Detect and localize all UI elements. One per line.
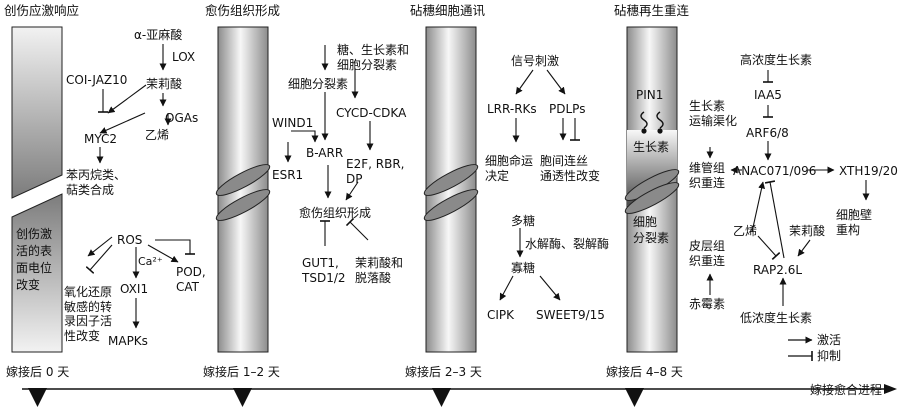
panel4-arrows: [706, 70, 870, 306]
node-xth19-20: XTH19/20: [839, 164, 898, 178]
node-low-auxin: 低浓度生长素: [740, 311, 813, 325]
stage-title-reconnection: 砧穗再生重连: [614, 3, 690, 18]
node-signal-stimulus: 信号刺激: [511, 54, 560, 68]
node-ros: ROS: [117, 233, 143, 247]
timeline-progress-label: 嫁接愈合进程: [810, 383, 883, 397]
node-mapks: MAPKs: [108, 334, 148, 348]
node-pdlps: PDLPs: [549, 102, 586, 116]
node-iaa5: IAA5: [754, 88, 782, 102]
node-e2f-rbr-dp: E2F, RBR, DP: [346, 157, 405, 186]
node-anac071-096: ANAC071/096: [733, 164, 817, 178]
node-alpha-linolenic-acid: α-亚麻酸: [134, 28, 183, 42]
node-esr1: ESR1: [272, 168, 304, 182]
timeline-marker-2: [432, 388, 451, 407]
node-wind1: WIND1: [272, 116, 314, 130]
stage-title-callus-formation: 愈伤组织形成: [205, 3, 281, 18]
stem-2: [215, 26, 271, 353]
panel2-arrows: [284, 45, 374, 246]
node-coi-jaz10: COI-JAZ10: [66, 73, 128, 87]
node-cell-wall-remodeling: 细胞壁 重构: [836, 208, 873, 237]
node-jasmonic-acid-p4: 茉莉酸: [789, 224, 826, 238]
node-polysaccharide: 多糖: [511, 214, 536, 228]
node-lox: LOX: [172, 50, 196, 64]
node-oxi1: OXI1: [120, 282, 149, 296]
node-lrr-rks: LRR-RKs: [487, 102, 537, 116]
node-b-arr: B-ARR: [306, 146, 344, 160]
stem-1: [11, 26, 63, 353]
node-sugar-hormones: 糖、生长素和 细胞分裂素: [337, 43, 410, 72]
node-plasmodesmata: 胞间连丝 通透性改变: [540, 154, 601, 183]
node-oligosaccharide: 寡糖: [511, 261, 536, 275]
timeline-label-day0: 嫁接后 0 天: [6, 365, 70, 379]
timeline-marker-1: [233, 388, 252, 407]
legend-activate-label: 激活: [817, 333, 842, 347]
timeline-label-day4-8: 嫁接后 4–8 天: [606, 365, 683, 379]
node-callus-formation: 愈伤组织形成: [299, 206, 372, 220]
stage-title-cell-communication: 砧穗细胞通讯: [410, 3, 486, 18]
timeline-marker-3: [625, 388, 644, 407]
legend-inhibit-label: 抑制: [817, 349, 842, 363]
stem-4: [624, 26, 680, 353]
node-cortex-reconnection: 皮层组 织重连: [689, 239, 726, 268]
node-hydrolase-lyase: 水解酶、裂解酶: [525, 237, 610, 251]
node-jasmonic-acid: 茉莉酸: [146, 77, 183, 91]
node-gut1-tsd: GUT1, TSD1/2: [302, 256, 346, 285]
node-ethylene-p4: 乙烯: [733, 224, 758, 238]
node-rap2-6l: RAP2.6L: [753, 263, 803, 277]
timeline: [22, 384, 897, 407]
timeline-marker-0: [28, 388, 47, 407]
node-cipk: CIPK: [487, 308, 515, 322]
timeline-label-day2-3: 嫁接后 2–3 天: [405, 365, 482, 379]
node-surface-potential: 创伤激 活的表 面电位 改变: [16, 227, 53, 292]
legend-symbols: [788, 336, 813, 361]
node-vascular-reconnection: 维管组 织重连: [689, 161, 726, 190]
node-cycd-cdka: CYCD-CDKA: [336, 106, 407, 120]
stem-3: [423, 26, 479, 353]
node-cytokinin: 细胞分裂素: [288, 77, 349, 91]
node-gibberellin: 赤霉素: [689, 297, 726, 311]
stage-title-wound-response: 创伤应激响应: [4, 3, 80, 18]
panel3-arrows: [499, 69, 580, 301]
node-pin1: PIN1: [636, 88, 664, 102]
node-myc2: MYC2: [84, 132, 118, 146]
node-auxin: 生长素: [633, 140, 670, 154]
node-cytokinin-p4: 细胞 分裂素: [633, 215, 670, 245]
node-high-auxin: 高浓度生长素: [740, 53, 813, 67]
node-sweet: SWEET9/15: [536, 308, 605, 322]
panel1-arrows: [85, 44, 195, 329]
node-calcium: Ca²⁺: [138, 255, 163, 268]
node-phenylpropanoid-terpenoid: 苯丙烷类、 萜类合成: [66, 168, 127, 197]
node-ethylene: 乙烯: [145, 128, 170, 142]
node-ja-aba: 茉莉酸和 脱落酸: [355, 256, 404, 285]
node-cell-fate: 细胞命运 决定: [485, 154, 534, 183]
node-auxin-canalization: 生长素 运输渠化: [689, 99, 738, 128]
node-arf6-8: ARF6/8: [746, 126, 789, 140]
node-pod-cat: POD, CAT: [176, 265, 206, 294]
node-ogas: OGAs: [165, 111, 199, 125]
node-redox-tf: 氧化还原 敏感的转 录因子活 性改变: [64, 285, 113, 343]
timeline-label-day1-2: 嫁接后 1–2 天: [203, 365, 280, 379]
